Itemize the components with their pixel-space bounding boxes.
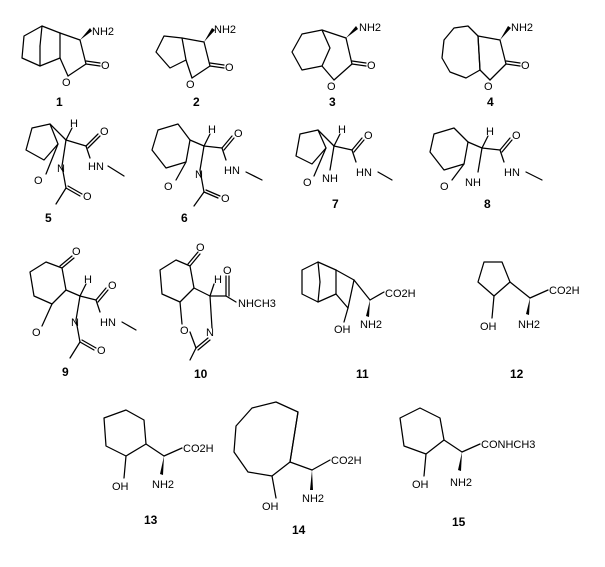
ring-o-label: O	[180, 325, 189, 337]
compound-14-structure: OH CO2H NH2 14	[233, 401, 362, 537]
amino-label: NH2	[518, 319, 540, 331]
compound-7-structure: H O HN O NH 7	[295, 124, 393, 211]
amino-label: NH2	[302, 493, 324, 505]
ring-o-label: O	[484, 81, 493, 93]
nh-label: HN	[88, 161, 104, 173]
hydroxy-label: OH	[112, 481, 129, 493]
acetyl-o-label: O	[221, 193, 230, 205]
h-label: H	[214, 274, 222, 286]
ring-nh-label: NH	[322, 173, 338, 185]
carbonyl-o-label: O	[225, 62, 234, 74]
carboxy-label: CO2H	[331, 455, 362, 467]
nh-label: HN	[504, 167, 520, 179]
carbonyl-o-label: O	[223, 265, 232, 277]
compound-number-9: 9	[62, 365, 69, 379]
nh-label: HN	[100, 317, 116, 329]
ring-o-label: O	[440, 181, 449, 193]
compound-number-14: 14	[292, 523, 306, 537]
compound-number-13: 13	[144, 513, 158, 527]
amino-label: NH2	[511, 22, 533, 34]
compound-number-11: 11	[356, 367, 369, 381]
ring-o-label: O	[164, 181, 173, 193]
compound-number-12: 12	[510, 367, 524, 381]
compound-9-structure: O H O HN O N O 9	[29, 246, 137, 379]
compound-8-structure: H O HN O NH 8	[429, 126, 543, 211]
h-label: H	[84, 274, 92, 286]
compound-15-structure: OH CONHCH3 NH2 15	[399, 407, 535, 529]
amino-label: NH2	[152, 479, 174, 491]
carboxy-label: CO2H	[385, 288, 416, 300]
ring-o-label: O	[327, 81, 336, 93]
carbonyl-o-label: O	[512, 130, 521, 142]
h-label: H	[70, 118, 78, 130]
compound-number-1: 1	[56, 95, 63, 109]
amino-label: NH2	[359, 22, 381, 34]
compound-number-10: 10	[194, 367, 208, 381]
amino-label: NH2	[92, 26, 114, 38]
compound-5-structure: H O HN O N O 5	[25, 118, 125, 225]
acetyl-o-label: O	[83, 191, 92, 203]
acetyl-o-label: O	[97, 345, 106, 357]
amino-label: NH2	[360, 319, 382, 331]
compound-number-15: 15	[452, 515, 466, 529]
ring-o-label: O	[186, 79, 195, 91]
compound-3-structure: NH2 O O 3	[291, 22, 381, 109]
amino-label: NH2	[450, 477, 472, 489]
carbonyl-o-label: O	[521, 60, 530, 72]
compound-number-6: 6	[181, 211, 188, 225]
ring-o-label: O	[34, 175, 43, 187]
hydroxy-label: OH	[412, 479, 429, 491]
ring-o-label: O	[32, 327, 41, 339]
compound-number-7: 7	[332, 197, 339, 211]
carbonyl-o-label: O	[364, 130, 373, 142]
compound-2-structure: NH2 O O 2	[155, 24, 236, 109]
ring-nh-label: NH	[465, 177, 481, 189]
nhch3-label: NHCH3	[238, 298, 276, 310]
compound-6-structure: H O HN O N O 6	[151, 123, 263, 225]
ring-n-label: N	[206, 327, 214, 339]
carbonyl-o-label: O	[367, 60, 376, 72]
ring-o-label: O	[303, 177, 312, 189]
carbonyl-o-label: O	[234, 128, 243, 140]
compound-number-5: 5	[45, 211, 52, 225]
compound-12-structure: OH CO2H NH2 12	[477, 261, 580, 381]
ring-n-label: N	[57, 163, 65, 175]
compound-number-8: 8	[484, 197, 491, 211]
ketone-o-label: O	[72, 246, 81, 258]
compound-10-structure: O O H NHCH3 O N 10	[159, 242, 276, 381]
amide-label: CONHCH3	[481, 439, 535, 451]
h-label: H	[208, 124, 216, 136]
carbonyl-o-label: O	[101, 60, 110, 72]
ring-n-label: N	[71, 317, 79, 329]
h-label: H	[486, 126, 494, 138]
carboxy-label: CO2H	[183, 443, 214, 455]
hydroxy-label: OH	[334, 324, 351, 336]
compound-4-structure: NH2 O O 4	[441, 22, 533, 109]
compound-1-structure: NH2 O O 1	[21, 25, 114, 109]
compound-11-structure: OH CO2H NH2 11	[301, 261, 416, 381]
ketone-o-label: O	[196, 242, 205, 254]
hydroxy-label: OH	[262, 501, 279, 513]
ring-o-label: O	[62, 77, 71, 89]
hydroxy-label: OH	[480, 321, 497, 333]
ring-n-label: N	[195, 169, 203, 181]
compound-number-3: 3	[329, 95, 336, 109]
nh-label: HN	[356, 167, 372, 179]
compound-number-2: 2	[193, 95, 200, 109]
compound-number-4: 4	[487, 95, 494, 109]
amino-label: NH2	[214, 24, 236, 36]
carbonyl-o-label: O	[100, 126, 109, 138]
nh-label: HN	[224, 165, 240, 177]
carbonyl-o-label: O	[108, 280, 117, 292]
carboxy-label: CO2H	[549, 285, 580, 297]
h-label: H	[338, 124, 346, 136]
compound-13-structure: OH CO2H NH2 13	[103, 409, 214, 527]
